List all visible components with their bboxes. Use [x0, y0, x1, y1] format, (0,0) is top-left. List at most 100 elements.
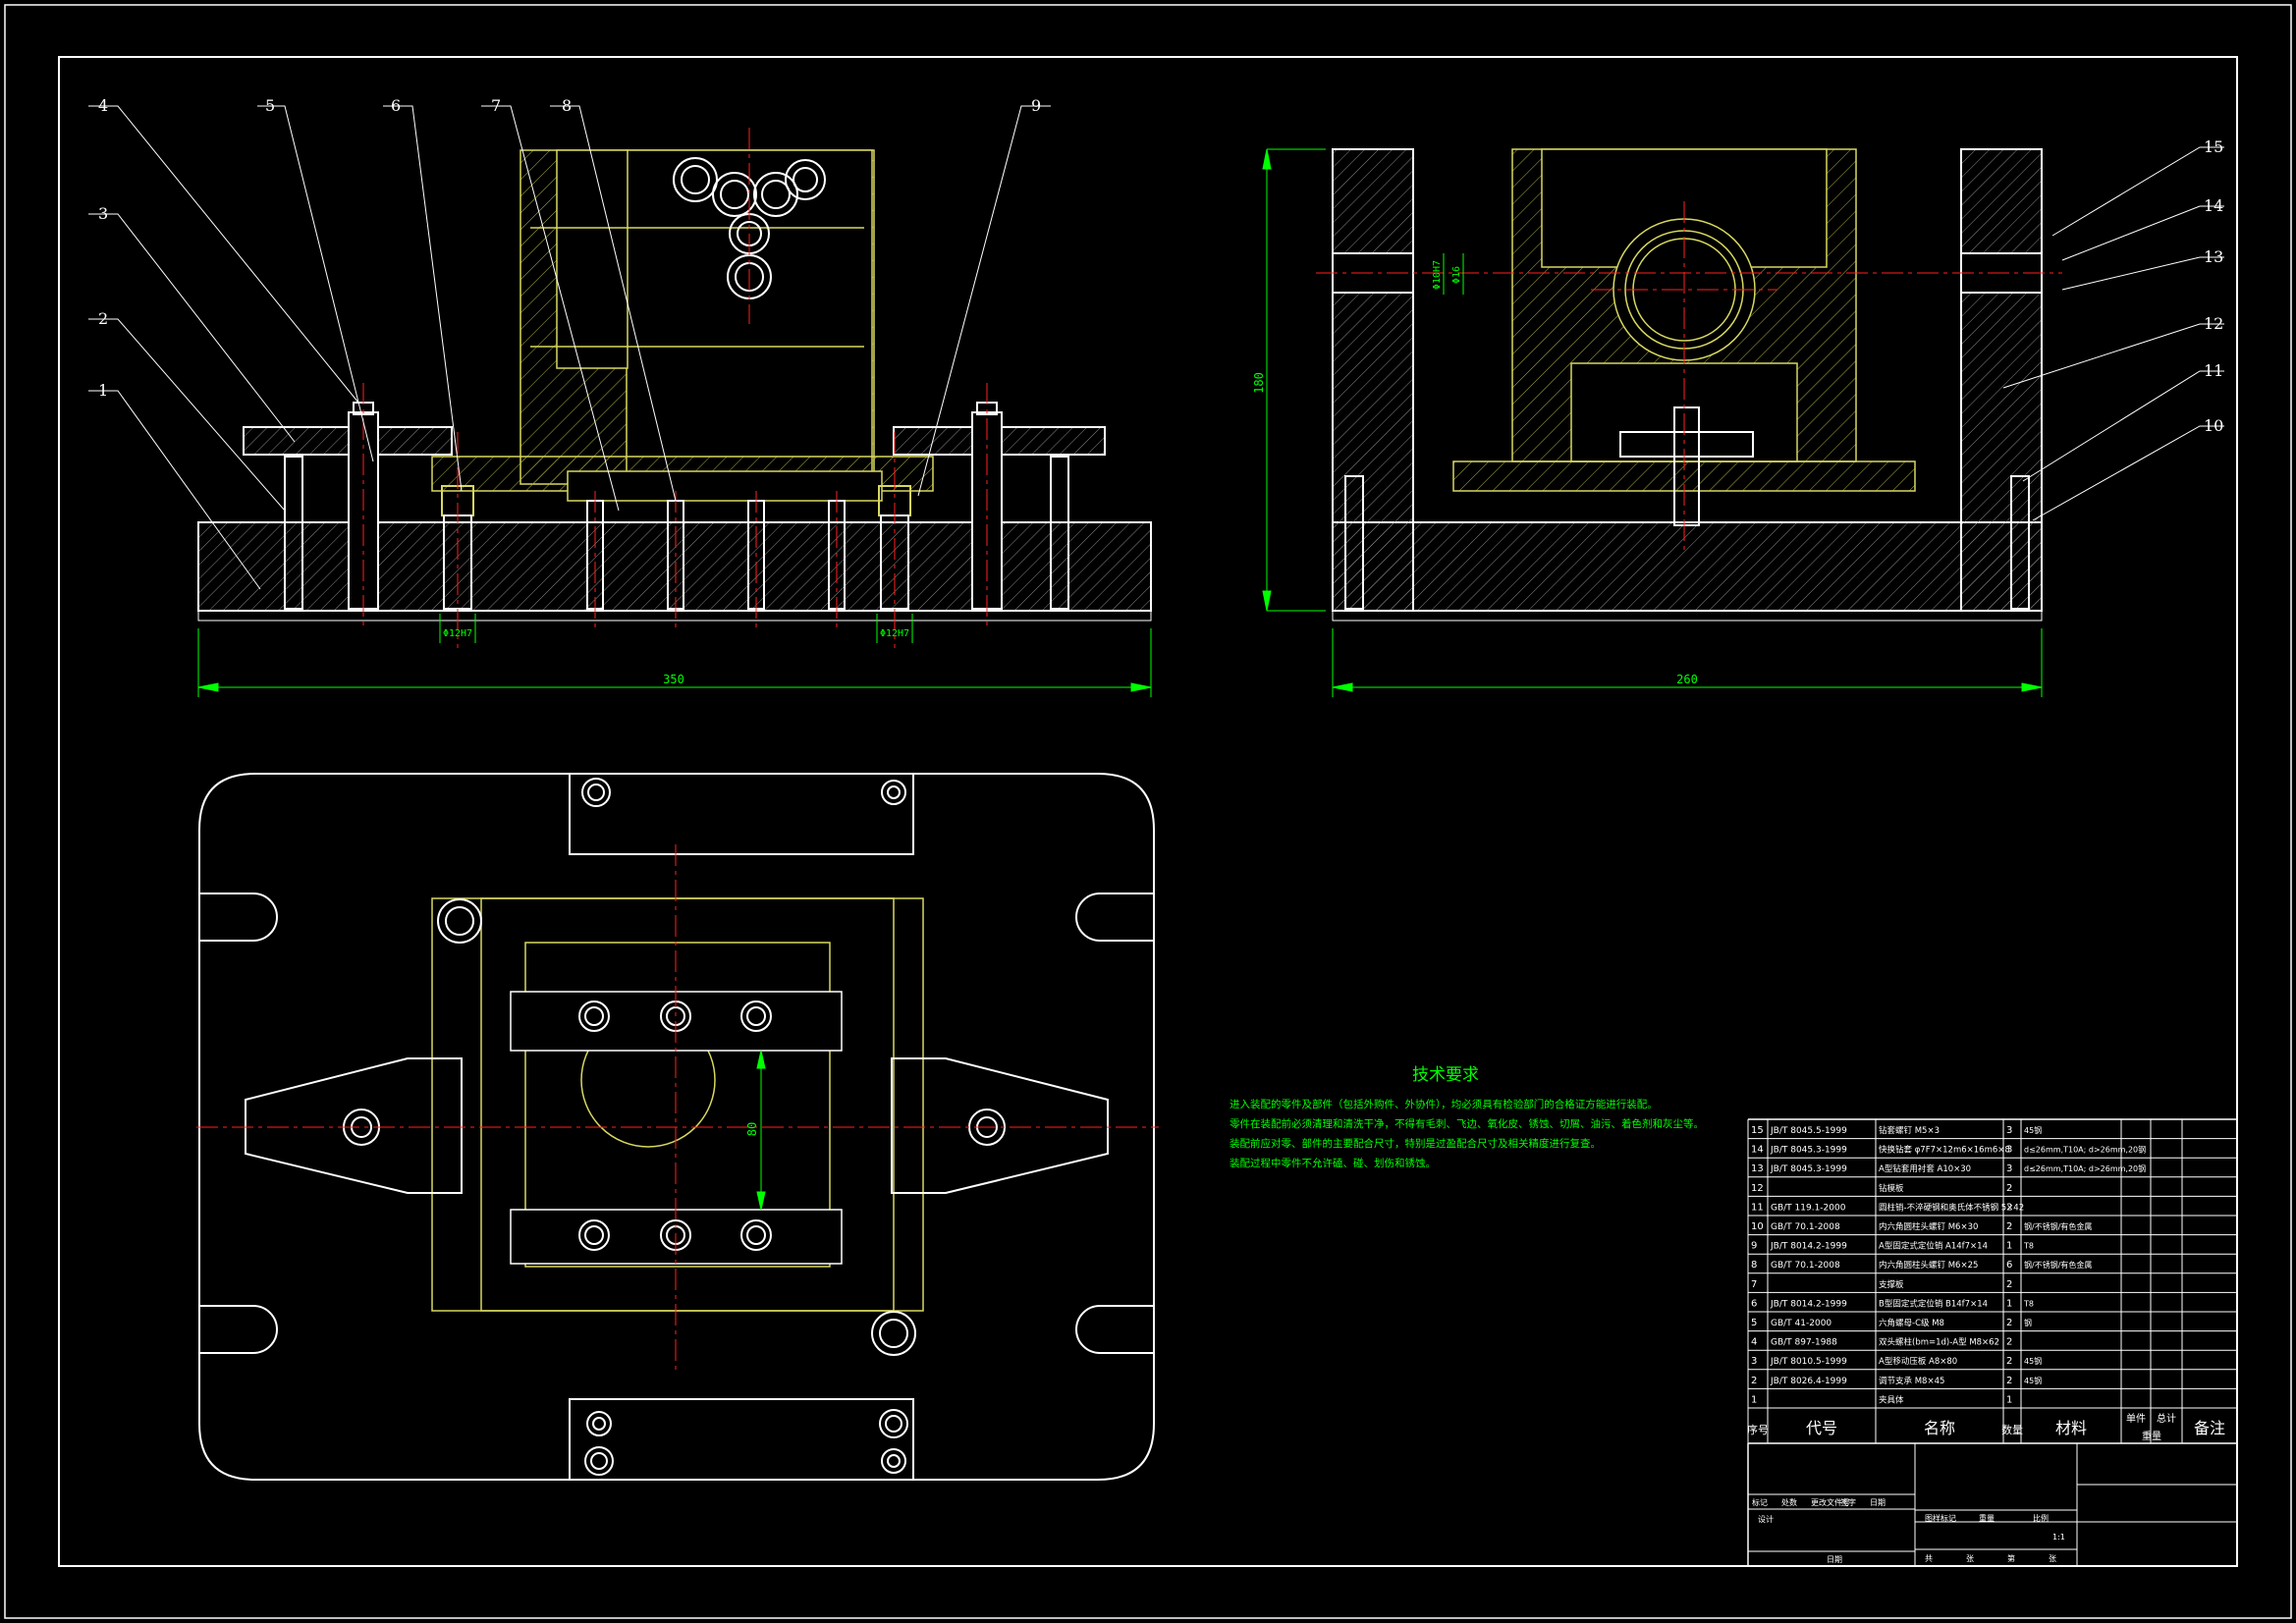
- bom-row-9-material: T8: [2023, 1242, 2034, 1251]
- balloon-9: 9: [1031, 96, 1041, 115]
- balloon-1: 1: [98, 381, 108, 400]
- dim-350: 350: [663, 673, 684, 686]
- bom-row-13-qty: 3: [2006, 1163, 2012, 1174]
- bom-row-11-qty: 2: [2006, 1202, 2012, 1213]
- bom-row-10-no: 10: [1751, 1221, 1764, 1232]
- title-stage-0: 图样标记: [1925, 1513, 1956, 1523]
- front-view: 350 Φ12H7 Φ12H7 1 2 3 4 5 6 7 8 9: [88, 96, 1152, 697]
- bom-row-4-code: GB/T 897-1988: [1771, 1338, 1837, 1348]
- bom-row-9-name: A型固定式定位销 A14f7×14: [1879, 1241, 1988, 1252]
- bom-header-name: 名称: [1924, 1419, 1955, 1437]
- title-date: 日期: [1827, 1555, 1842, 1564]
- dim-bush-a: Φ10H7: [1432, 260, 1443, 290]
- title-sheet-3: 张: [2049, 1554, 2056, 1563]
- bom-row-15-no: 15: [1751, 1125, 1764, 1136]
- bom-row-13-no: 13: [1751, 1163, 1764, 1174]
- bom-row-8-material: 钢/不锈钢/有色金属: [2024, 1260, 2092, 1270]
- bom-row-13-name: A型钻套用衬套 A10×30: [1879, 1163, 1971, 1174]
- balloon-10: 10: [2204, 416, 2223, 435]
- title-sheet-0: 共: [1925, 1554, 1933, 1563]
- bom-row-15-code: JB/T 8045.5-1999: [1770, 1126, 1847, 1136]
- bom-row-9-code: JB/T 8014.2-1999: [1770, 1242, 1847, 1252]
- dim-pin-right: Φ12H7: [880, 628, 909, 639]
- plan-view: 80: [196, 773, 1159, 1481]
- bom-row-14-code: JB/T 8045.3-1999: [1770, 1146, 1847, 1156]
- balloon-2: 2: [98, 309, 108, 328]
- balloon-7: 7: [491, 96, 501, 115]
- title-row1-4: 日期: [1870, 1498, 1886, 1507]
- bom-row-3-no: 3: [1751, 1356, 1757, 1367]
- bom-row-2-no: 2: [1751, 1376, 1757, 1386]
- bom-row-14-qty: 3: [2006, 1145, 2012, 1156]
- bom-row-14-name: 快换钻套 φ7F7×12m6×16m6×8: [1879, 1145, 2010, 1156]
- tech-requirements: 技术要求 进入装配的零件及部件（包括外购件、外协件），均必须具有检验部门的合格证…: [1230, 1065, 1704, 1169]
- title-row1-0: 标记: [1752, 1497, 1768, 1507]
- tech-line-3: 装配前应对零、部件的主要配合尺寸，特别是过盈配合尺寸及相关精度进行复查。: [1230, 1137, 1601, 1150]
- bom-header-qty: 数量: [2001, 1424, 2023, 1436]
- title-design: 设计: [1758, 1514, 1774, 1524]
- bom-row-3-material: 45钢: [2024, 1356, 2042, 1366]
- bom-row-3-qty: 2: [2006, 1356, 2012, 1367]
- dim-bush-b: Φ16: [1451, 266, 1462, 284]
- bom-header-total: 总计: [2157, 1412, 2176, 1425]
- bom-row-4-qty: 2: [2006, 1337, 2012, 1348]
- dim-180: 180: [1252, 372, 1266, 394]
- bom-row-4-name: 双头螺柱(bm=1d)-A型 M8×62: [1879, 1337, 1999, 1348]
- side-view: 260 180 Φ10H7 Φ16 15 14 13 12 11 10: [1252, 137, 2224, 697]
- bom-row-8-code: GB/T 70.1-2008: [1771, 1261, 1840, 1271]
- balloon-11: 11: [2204, 361, 2223, 380]
- bom-row-12-name: 钻模板: [1879, 1183, 1904, 1194]
- bom-row-15-name: 钻套螺钉 M5×3: [1879, 1125, 1940, 1136]
- bom-row-6-qty: 1: [2006, 1298, 2012, 1309]
- title-row1-1: 处数: [1781, 1497, 1797, 1507]
- title-stage-1: 重量: [1979, 1513, 1995, 1523]
- tech-title: 技术要求: [1412, 1065, 1479, 1085]
- bom-row-7-no: 7: [1751, 1279, 1757, 1290]
- bom-row-13-material: d≤26mm,T10A; d>26mm,20钢: [2024, 1163, 2146, 1173]
- balloon-8: 8: [562, 96, 572, 115]
- balloon-4: 4: [98, 96, 108, 115]
- bom-header-remark: 备注: [2194, 1419, 2225, 1437]
- bom-row-8-no: 8: [1751, 1260, 1757, 1271]
- bom-row-5-code: GB/T 41-2000: [1771, 1319, 1831, 1328]
- bom-row-13-code: JB/T 8045.3-1999: [1770, 1164, 1847, 1174]
- bom-row-15-qty: 3: [2006, 1125, 2012, 1136]
- bom-row-9-qty: 1: [2006, 1241, 2012, 1252]
- title-scale: 1:1: [2052, 1533, 2065, 1542]
- bom-row-8-name: 内六角圆柱头螺钉 M6×25: [1879, 1260, 1978, 1271]
- tech-line-1: 进入装配的零件及部件（包括外购件、外协件），均必须具有检验部门的合格证方能进行装…: [1230, 1098, 1658, 1110]
- balloon-14: 14: [2204, 196, 2223, 215]
- bom-row-2-code: JB/T 8026.4-1999: [1770, 1377, 1847, 1386]
- bom-row-7-qty: 2: [2006, 1279, 2012, 1290]
- title-sheet-1: 张: [1966, 1554, 1974, 1563]
- bom-row-3-code: JB/T 8010.5-1999: [1770, 1357, 1847, 1367]
- bom-row-2-material: 45钢: [2024, 1376, 2042, 1385]
- bom-row-3-name: A型移动压板 A8×80: [1879, 1356, 1957, 1367]
- bom-row-5-material: 钢: [2024, 1318, 2032, 1327]
- bom-row-2-qty: 2: [2006, 1376, 2012, 1386]
- balloon-15: 15: [2204, 137, 2223, 156]
- bom-header-weight: 重量: [2142, 1430, 2161, 1442]
- bom-row-5-name: 六角螺母-C级 M8: [1879, 1318, 1944, 1328]
- bom-row-14-material: d≤26mm,T10A; d>26mm,20钢: [2024, 1145, 2146, 1155]
- balloon-3: 3: [98, 204, 108, 223]
- tech-line-2: 零件在装配前必须清理和清洗干净，不得有毛刺、飞边、氧化皮、锈蚀、切屑、油污、着色…: [1230, 1117, 1704, 1130]
- bom-row-5-qty: 2: [2006, 1318, 2012, 1328]
- bom-row-4-no: 4: [1751, 1337, 1757, 1348]
- bom-row-5-no: 5: [1751, 1318, 1757, 1328]
- balloon-5: 5: [265, 96, 275, 115]
- bom-row-1-name: 夹具体: [1879, 1394, 1904, 1405]
- bom-header-code: 代号: [1806, 1419, 1837, 1437]
- bom-header-unit: 单件: [2126, 1413, 2146, 1425]
- bom-header-no: 序号: [1747, 1423, 1769, 1436]
- dim-260: 260: [1676, 673, 1698, 686]
- bom-row-6-no: 6: [1751, 1298, 1757, 1309]
- dim-pin-left: Φ12H7: [443, 628, 472, 639]
- bom-row-7-name: 支撑板: [1879, 1279, 1904, 1290]
- bom-row-1-no: 1: [1751, 1394, 1757, 1405]
- balloon-13: 13: [2204, 247, 2223, 266]
- bom-row-8-qty: 6: [2006, 1260, 2012, 1271]
- bom-row-11-name: 圆柱销-不淬硬钢和奥氏体不锈钢 5×42: [1879, 1202, 2024, 1213]
- bom-row-12-qty: 2: [2006, 1183, 2012, 1194]
